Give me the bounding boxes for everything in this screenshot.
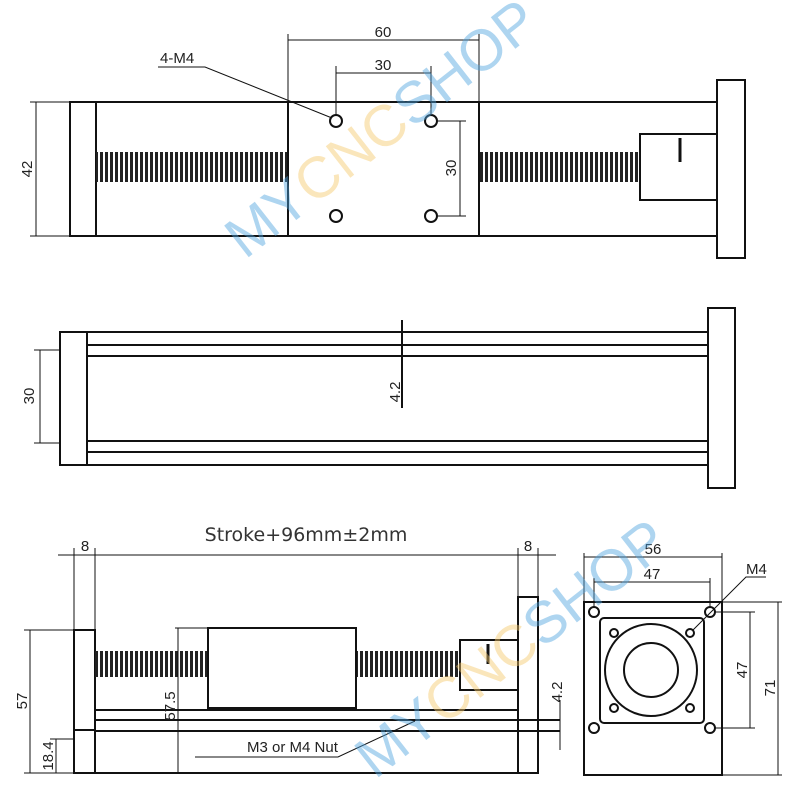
dim-8-left: 8 <box>81 538 89 555</box>
motor-plate-face <box>583 601 723 776</box>
dim-v30: 30 <box>443 160 460 177</box>
dim-4-2: 4.2 <box>549 682 566 703</box>
top-view: 60 30 30 42 4-M4 <box>19 24 746 259</box>
mount-hole <box>424 209 438 223</box>
dim-71: 71 <box>762 680 779 697</box>
stroke-title: Stroke+96mm±2mm <box>205 524 408 546</box>
hole-leader <box>692 576 766 631</box>
motor-shaft-hole <box>623 642 679 698</box>
dim-4-2: 4.2 <box>387 382 404 403</box>
dim-8-right: 8 <box>524 538 532 555</box>
motor-plate <box>716 79 746 259</box>
dim-42: 42 <box>19 161 36 178</box>
motor-flange <box>599 617 705 724</box>
hole-leader <box>158 66 333 119</box>
watermark-logo: MYCNCSHOP <box>343 507 680 790</box>
mount-hole <box>588 606 600 618</box>
dim-57-5: 57.5 <box>162 691 179 720</box>
dim-30: 30 <box>21 388 38 405</box>
mount-hole <box>329 209 343 223</box>
motor-boss <box>604 623 698 717</box>
hole-label-4-m4: 4-M4 <box>160 50 194 67</box>
mount-hole <box>704 722 716 734</box>
lead-screw <box>96 152 288 182</box>
hole-label-m4: M4 <box>746 561 767 578</box>
carriage <box>287 101 480 237</box>
mount-hole <box>704 606 716 618</box>
motor-plate <box>707 307 736 489</box>
nut-label: M3 or M4 Nut <box>247 739 339 756</box>
dim-30: 30 <box>375 57 392 74</box>
dim-47-v: 47 <box>734 662 751 679</box>
carriage <box>207 627 357 709</box>
end-block <box>59 331 88 466</box>
end-view: 56 47 47 71 M4 <box>583 541 782 776</box>
dim-47-h: 47 <box>644 566 661 583</box>
watermark: MYCNCSHOP MYCNCSHOP <box>213 0 680 790</box>
dim-57: 57 <box>14 693 31 710</box>
dim-60: 60 <box>375 24 392 41</box>
end-block <box>73 629 96 774</box>
dim-18-4: 18.4 <box>40 741 57 770</box>
end-block <box>69 101 97 237</box>
side-view: 30 4.2 <box>21 307 736 489</box>
mount-hole <box>588 722 600 734</box>
dim-56: 56 <box>645 541 662 558</box>
front-view: Stroke+96mm±2mm 8 8 57 18.4 57.5 4.2 M3 … <box>14 524 566 774</box>
lead-screw <box>356 651 460 677</box>
nut-leader <box>195 720 416 758</box>
lead-screw <box>95 651 208 677</box>
motor-plate <box>517 596 539 774</box>
lead-screw <box>479 152 640 182</box>
